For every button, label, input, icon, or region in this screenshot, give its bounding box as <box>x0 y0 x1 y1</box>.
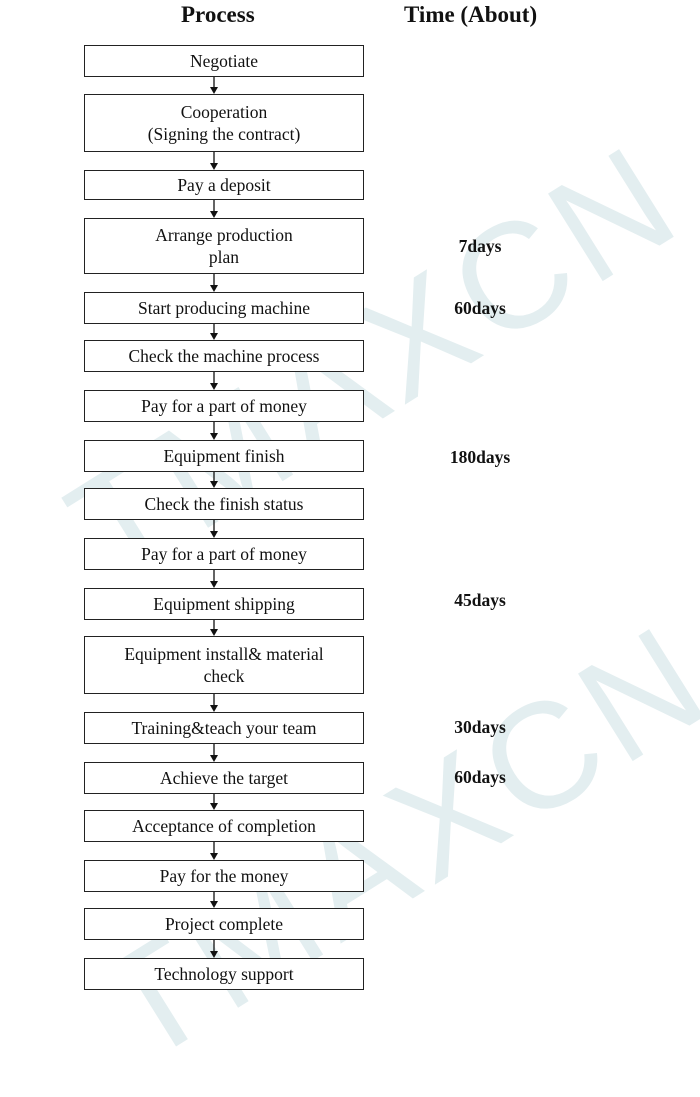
step-duration: 30days <box>454 717 506 737</box>
flow-arrow-head <box>210 755 218 762</box>
flow-arrow-head <box>210 951 218 958</box>
process-step-box: Pay for a part of money <box>84 390 364 422</box>
process-step-box: Equipment install& material check <box>84 636 364 694</box>
flow-arrow-head <box>210 163 218 170</box>
flow-arrow-head <box>210 433 218 440</box>
flow-arrow-head <box>210 211 218 218</box>
process-step-box: Check the finish status <box>84 488 364 520</box>
process-step-box: Cooperation (Signing the contract) <box>84 94 364 152</box>
flow-arrow-head <box>210 581 218 588</box>
flow-arrow-head <box>210 531 218 538</box>
step-duration: 60days <box>454 298 506 318</box>
step-duration: 7days <box>458 236 502 256</box>
step-duration: 60days <box>454 767 506 787</box>
process-step-box: Negotiate <box>84 45 364 77</box>
process-step-box: Equipment shipping <box>84 588 364 620</box>
process-step-box: Check the machine process <box>84 340 364 372</box>
flow-arrow-head <box>210 705 218 712</box>
process-step-box: Pay for the money <box>84 860 364 892</box>
flow-arrow-head <box>210 481 218 488</box>
process-step-box: Start producing machine <box>84 292 364 324</box>
flow-arrow-head <box>210 383 218 390</box>
process-step-box: Project complete <box>84 908 364 940</box>
process-step-box: Pay a deposit <box>84 170 364 200</box>
flow-arrow-head <box>210 803 218 810</box>
flow-arrow-head <box>210 901 218 908</box>
process-step-box: Pay for a part of money <box>84 538 364 570</box>
flow-arrow-head <box>210 87 218 94</box>
process-column-header: Process <box>181 2 255 27</box>
flow-arrows <box>210 77 218 958</box>
process-step-box: Training&teach your team <box>84 712 364 744</box>
step-duration: 45days <box>454 590 506 610</box>
process-step-box: Achieve the target <box>84 762 364 794</box>
step-duration: 180days <box>449 447 511 467</box>
process-step-box: Equipment finish <box>84 440 364 472</box>
process-step-box: Arrange production plan <box>84 218 364 274</box>
flow-arrow-head <box>210 285 218 292</box>
flow-arrow-head <box>210 333 218 340</box>
process-step-box: Acceptance of completion <box>84 810 364 842</box>
time-column-header: Time (About) <box>404 2 538 27</box>
process-step-box: Technology support <box>84 958 364 990</box>
flow-arrow-head <box>210 629 218 636</box>
flow-arrow-head <box>210 853 218 860</box>
